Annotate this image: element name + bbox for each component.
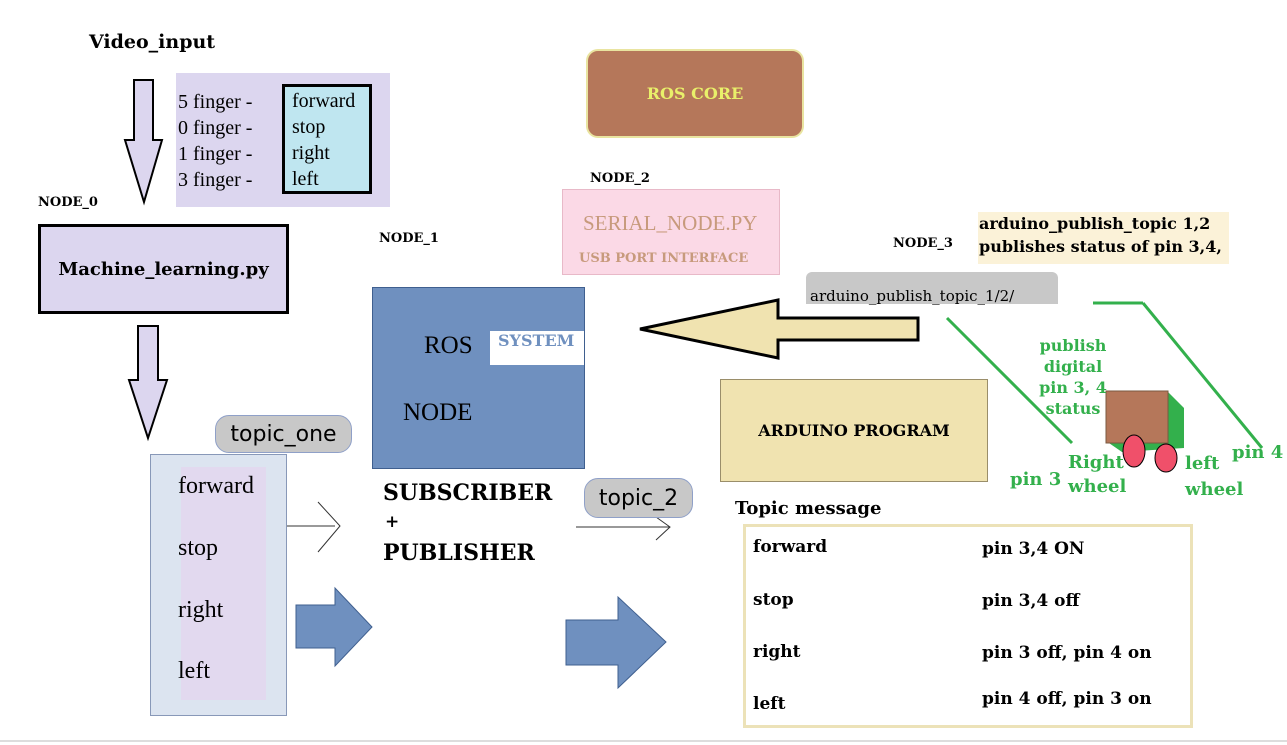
blue-arrow-right — [565, 595, 667, 690]
msg-stop-result: pin 3,4 off — [982, 591, 1080, 611]
ros-node-system: SYSTEM — [490, 331, 584, 365]
node-3-status: arduino_publish_topic 1,2 publishes stat… — [978, 212, 1229, 264]
left-wheel-line-1: left — [1185, 453, 1220, 474]
node-1-label: NODE_1 — [379, 231, 439, 246]
topic-2-pill: topic_2 — [584, 478, 693, 518]
green-line-pin4-diag — [1141, 302, 1264, 449]
node-3-label: NODE_3 — [893, 236, 953, 251]
msg-forward-result: pin 3,4 ON — [982, 539, 1085, 559]
msg-stop: stop — [753, 590, 794, 610]
ros-node-box: ROS SYSTEM NODE — [372, 287, 585, 469]
pin-3-label: pin 3 — [1010, 469, 1062, 490]
arduino-program-box: ARDUINO PROGRAM — [720, 379, 988, 482]
serial-node-title: SERIAL_NODE.PY — [583, 211, 758, 235]
publish-digital-line-2: pin 3, 4 status — [1039, 378, 1107, 418]
msg-forward: forward — [753, 537, 828, 557]
command-forward: forward — [292, 90, 356, 112]
right-wheel-line-1: Right — [1068, 452, 1124, 473]
right-wheel-line-2: wheel — [1068, 476, 1127, 497]
msg-right: right — [753, 642, 801, 662]
topic-one-list: forward stop right left — [150, 454, 287, 716]
topic-one-list-inner — [181, 467, 266, 700]
topic-item-stop: stop — [178, 535, 219, 561]
command-box: forward stop right left — [282, 84, 372, 194]
ros-core-box: ROS CORE — [586, 49, 804, 138]
subscriber-label: SUBSCRIBER — [383, 480, 553, 506]
left-wheel-line-2: wheel — [1185, 479, 1244, 500]
publisher-label: PUBLISHER — [383, 540, 535, 566]
node-3-status-line-1: arduino_publish_topic 1,2 — [979, 214, 1211, 233]
topic-message-box: forward pin 3,4 ON stop pin 3,4 off righ… — [743, 524, 1193, 728]
msg-left: left — [753, 694, 786, 714]
topic-item-forward: forward — [178, 473, 254, 499]
publish-digital-line-1: publish digital — [1039, 336, 1107, 376]
topic-one-pill: topic_one — [215, 415, 352, 453]
blue-arrow-left — [295, 586, 373, 668]
pin-4-label: pin 4 — [1232, 442, 1284, 463]
topic-message-title: Topic message — [735, 498, 882, 519]
node-2-label: NODE_2 — [590, 171, 650, 186]
thin-arrow-topic-2 — [576, 516, 671, 541]
gesture-finger-3: 3 finger - — [178, 169, 253, 191]
plus-label: + — [385, 512, 400, 532]
serial-node-subtitle: USB PORT INTERFACE — [579, 251, 749, 266]
command-left: left — [292, 168, 319, 190]
gesture-finger-0: 0 finger - — [178, 117, 253, 139]
down-arrow-video — [123, 79, 164, 206]
command-right: right — [292, 142, 330, 164]
down-arrow-ml — [127, 325, 169, 442]
command-stop: stop — [292, 116, 326, 138]
ros-node-node: NODE — [403, 399, 473, 426]
arduino-publish-topic-box: arduino_publish_topic_1/2/ — [806, 272, 1058, 305]
green-line-pin3 — [945, 316, 1074, 445]
topic-item-left: left — [178, 658, 210, 684]
publish-digital-label: publish digital pin 3, 4 status — [1017, 335, 1129, 419]
node-0-label: NODE_0 — [38, 195, 98, 210]
gesture-finger-1: 1 finger - — [178, 143, 253, 165]
video-input-label: Video_input — [89, 31, 216, 53]
right-wheel-label: Right wheel — [1068, 451, 1126, 499]
left-wheel-label: left wheel — [1185, 451, 1243, 503]
node-3-status-line-2: publishes status of pin 3,4, — [979, 237, 1222, 256]
ros-node-ros: ROS — [424, 332, 473, 359]
robot-car-icon — [1105, 390, 1184, 473]
topic-item-right: right — [178, 597, 224, 623]
arduino-publish-topic-label: arduino_publish_topic_1/2/ — [810, 287, 1015, 305]
machine-learning-box: Machine_learning.py — [38, 224, 289, 314]
msg-right-result: pin 3 off, pin 4 on — [982, 643, 1152, 663]
gesture-mapping-box: 5 finger - 0 finger - 1 finger - 3 finge… — [176, 73, 390, 207]
serial-node-box: SERIAL_NODE.PY USB PORT INTERFACE — [562, 189, 780, 275]
msg-left-result: pin 4 off, pin 3 on — [982, 689, 1152, 709]
gesture-finger-5: 5 finger - — [178, 91, 253, 113]
serial-left-arrow — [639, 298, 920, 360]
